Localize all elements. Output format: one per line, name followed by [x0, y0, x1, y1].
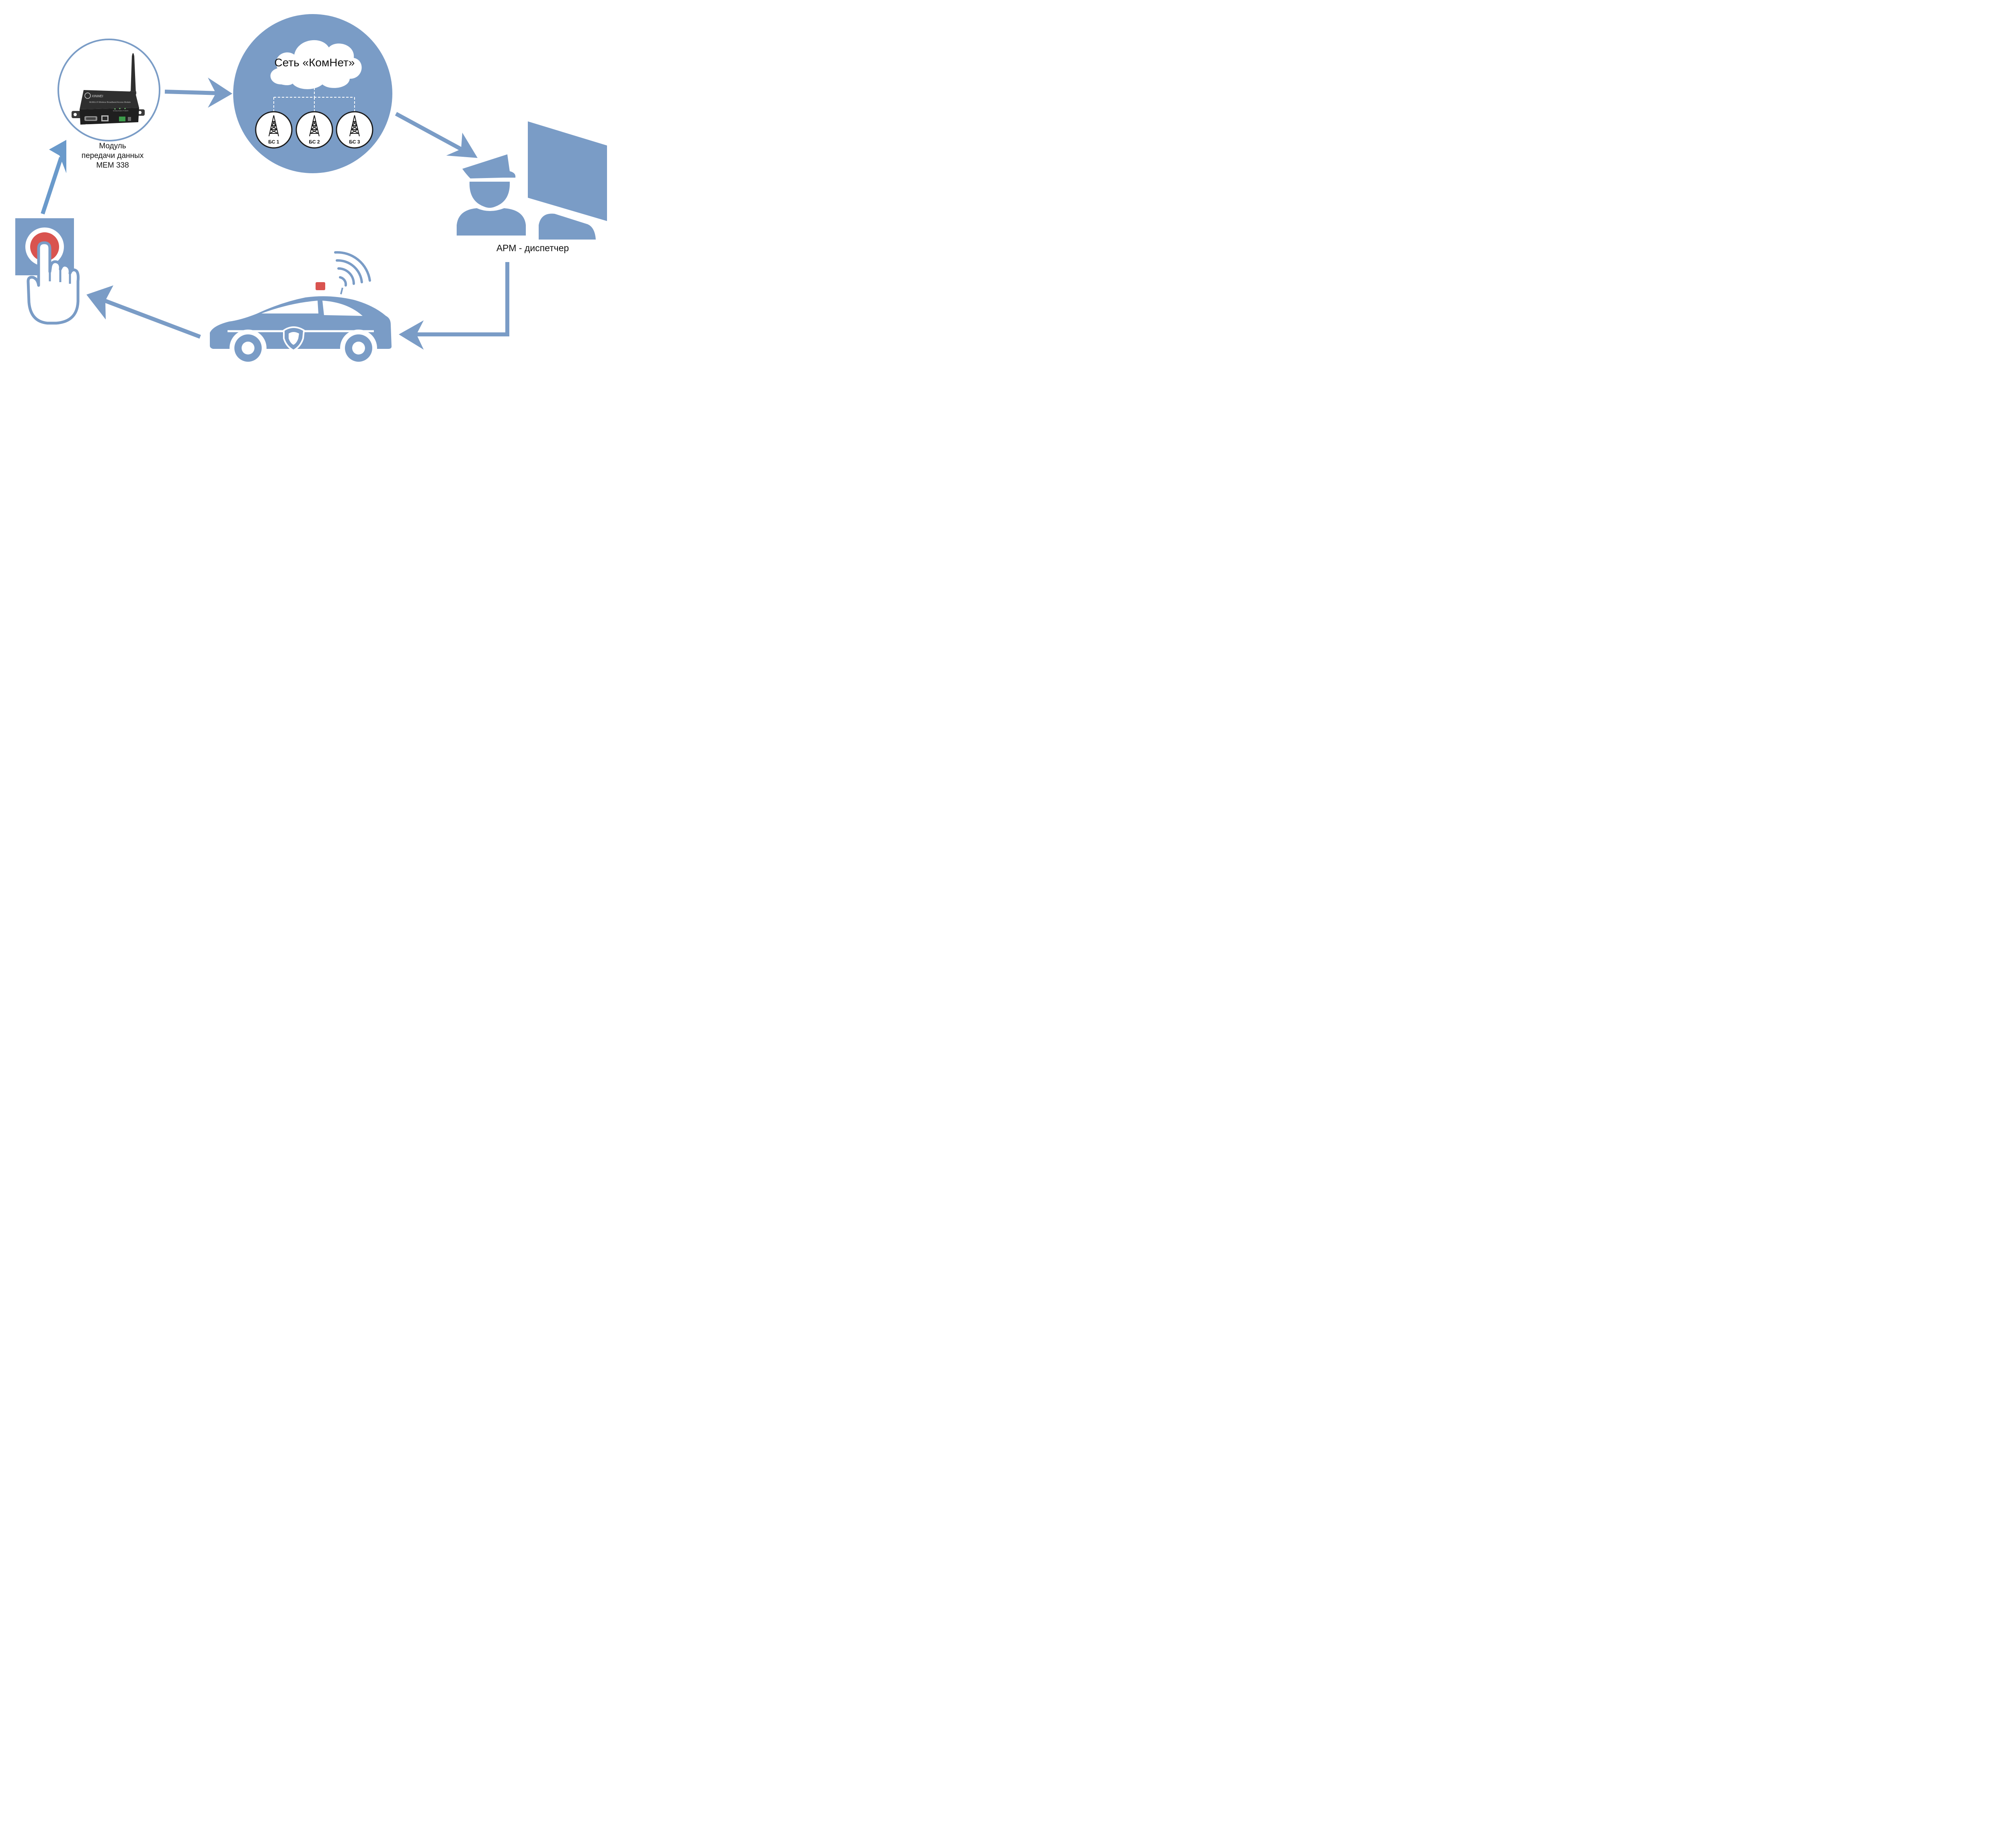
dispatcher-node — [457, 121, 607, 240]
panic-button-icon — [27, 241, 80, 325]
radio-tower-icon — [269, 115, 279, 137]
module-node: XINWEI McWiLL® Wireless Broadband Access… — [57, 39, 160, 141]
network-title: Сеть «КомНет» — [274, 56, 355, 69]
siren-light-icon — [316, 282, 325, 290]
arrow-network-to-dispatcher — [395, 112, 478, 158]
police-car-icon — [210, 296, 392, 367]
arrow-icon — [446, 133, 478, 158]
signal-waves-icon — [334, 251, 371, 287]
panic-button-node — [15, 218, 80, 325]
wireless-module-icon: XINWEI McWiLL® Wireless Broadband Access… — [72, 53, 145, 127]
dispatcher-label: АРМ - диспетчер — [496, 243, 569, 253]
device-subtitle-text: McWiLL® Wireless Broadband Access Module — [89, 101, 131, 104]
base-station-1 — [255, 111, 293, 149]
module-label-line-3: MEM 338 — [96, 161, 129, 170]
arrow-icon — [49, 140, 66, 173]
cloud-icon — [270, 40, 362, 89]
base-station-1-label: БС 1 — [268, 139, 279, 145]
base-station-2 — [295, 111, 333, 149]
port-label-dc5v: DC 5V — [127, 124, 132, 126]
port-label-rj45: RJ45 — [103, 124, 108, 127]
module-label-line-2: передачи данных — [81, 152, 144, 160]
base-station-3 — [336, 111, 373, 149]
port-label-at: AT — [116, 124, 118, 126]
dispatcher-icon — [457, 154, 526, 236]
module-label: Модуль передачи данных MEM 338 — [72, 141, 153, 170]
port-label-data: DATA — [110, 124, 115, 126]
base-station-2-label: БС 2 — [309, 139, 320, 145]
workflow-diagram: XINWEI McWiLL® Wireless Broadband Access… — [15, 14, 607, 367]
indicator-signal: SIGNAL — [113, 110, 118, 112]
arrow-dispatcher-to-car — [399, 262, 509, 350]
car-antenna-icon — [340, 287, 343, 295]
arrow-car-to-button — [86, 285, 201, 339]
base-station-3-label: БС 3 — [349, 139, 360, 145]
arrow-module-to-network — [164, 78, 232, 108]
device-logo-text: XINWEI — [91, 94, 103, 98]
network-node — [233, 14, 392, 173]
arrow-icon — [86, 285, 113, 320]
monitor-icon — [528, 121, 607, 240]
police-car-node — [210, 251, 392, 367]
radio-tower-icon — [309, 115, 320, 137]
indicator-power: POWER — [123, 110, 129, 112]
tower-connectors — [273, 88, 355, 112]
module-label-line-1: Модуль — [99, 142, 126, 150]
port-label-dc12v: DC 12V — [119, 124, 126, 126]
radio-tower-icon — [349, 115, 360, 137]
port-label-rs232: RS232 — [86, 124, 92, 127]
arrow-icon — [208, 78, 232, 108]
arrow-button-to-module — [41, 140, 66, 215]
arrow-icon — [399, 320, 424, 350]
indicator-radio: RADIO — [118, 110, 123, 112]
